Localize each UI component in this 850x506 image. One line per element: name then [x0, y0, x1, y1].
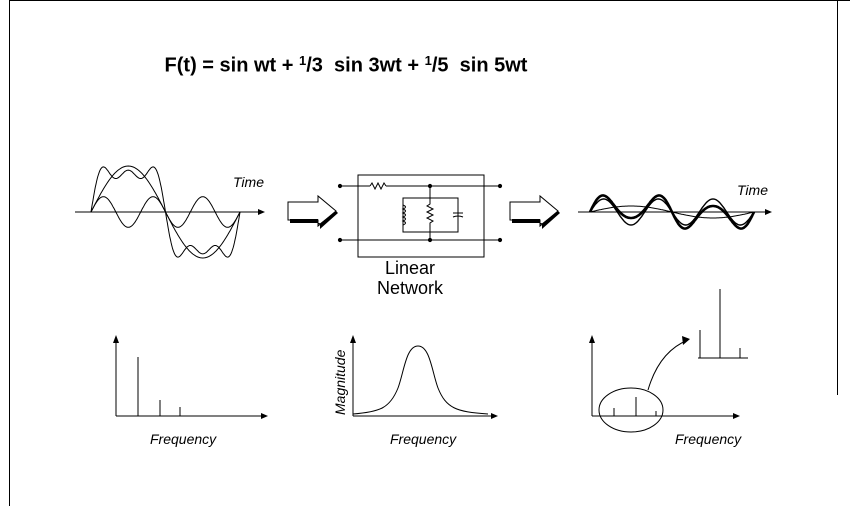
shunt-resistor	[425, 198, 435, 232]
magnitude-axis-label: Magnitude	[332, 349, 348, 415]
formula-coef2-den: /5	[431, 54, 449, 77]
zoom-arrow-head	[682, 336, 690, 345]
time-label-output: Time	[737, 182, 768, 198]
input-time-axis-arrow	[258, 209, 265, 215]
output-spectrum-x-arrow	[733, 413, 740, 419]
terminal-out-bottom	[497, 237, 503, 243]
input-spectrum-y-arrow	[113, 335, 119, 343]
output-composite-wave	[588, 194, 756, 230]
input-spectrum-x-arrow	[261, 413, 268, 419]
formula-prefix: F(t) = sin wt +	[164, 54, 299, 77]
inductor	[401, 204, 406, 226]
formula-mid: sin 3wt +	[322, 54, 425, 77]
terminal-in-top	[337, 183, 343, 189]
filter-x-arrow	[491, 413, 498, 419]
filter-y-arrow	[350, 335, 356, 343]
series-resistor	[369, 181, 387, 191]
frequency-label-input: Frequency	[150, 431, 217, 447]
network-box	[357, 174, 485, 258]
zoom-arrow-curve	[647, 339, 689, 391]
linear-network-label: Linear Network	[360, 258, 460, 298]
time-label-input: Time	[233, 174, 264, 190]
output-spectrum	[589, 289, 748, 433]
zoom-ellipse	[598, 387, 664, 433]
linear-network-circuit	[337, 174, 503, 258]
terminal-out-top	[497, 183, 503, 189]
fourier-series-formula: F(t) = sin wt + 1/3 sin 3wt + 1/5 sin 5w…	[0, 52, 692, 78]
capacitor-plate-bottom	[452, 215, 464, 218]
formula-suffix: sin 5wt	[448, 54, 528, 77]
formula-coef1-num: 1	[299, 53, 307, 68]
formula-coef1-den: /3	[306, 54, 323, 77]
composite-wave	[90, 166, 241, 258]
frequency-label-output: Frequency	[675, 431, 742, 447]
block-arrow-in	[287, 194, 338, 229]
input-spectrum	[113, 335, 268, 419]
filter-response	[350, 335, 498, 419]
junction-top	[427, 183, 433, 189]
frequency-label-filter: Frequency	[390, 431, 457, 447]
junction-bottom	[427, 237, 433, 243]
filter-response-curve	[352, 345, 489, 415]
network-label-line1: Linear	[384, 258, 436, 278]
terminal-in-bottom	[337, 237, 343, 243]
formula-coef2-num: 1	[424, 53, 432, 68]
output-waveform	[578, 194, 772, 230]
network-label-line2: Network	[376, 278, 443, 298]
output-time-axis-arrow	[765, 209, 772, 215]
block-arrow-out	[509, 194, 560, 229]
input-waveform	[75, 165, 265, 259]
output-spectrum-y-arrow	[589, 335, 595, 343]
